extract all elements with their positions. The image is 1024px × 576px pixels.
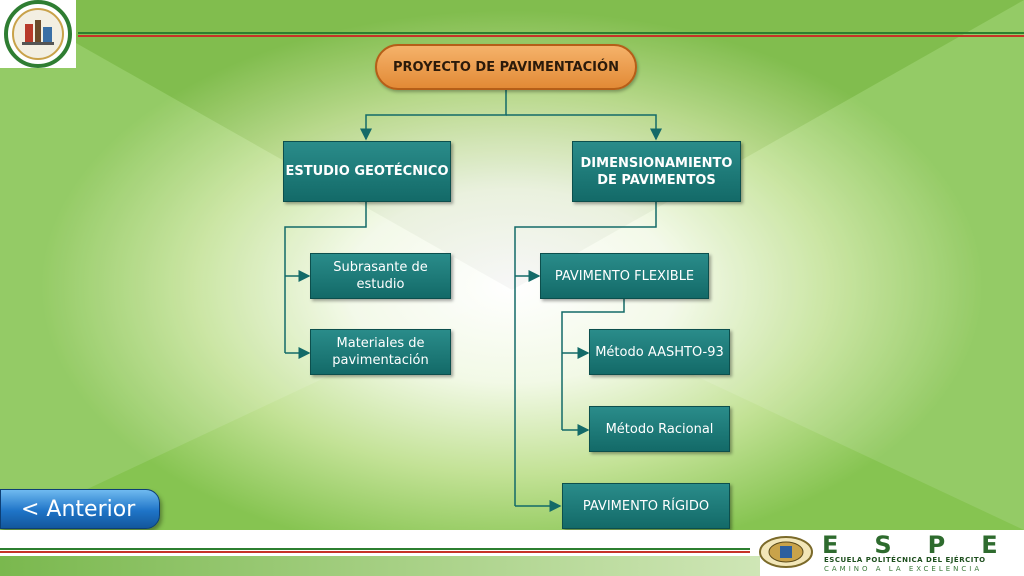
connector-root-right [506, 114, 662, 141]
node-metodo-racional: Método Racional [589, 406, 730, 452]
header-stripe-red [78, 35, 1024, 37]
background-rays [0, 0, 1024, 530]
connector-root-left [360, 90, 507, 141]
connector-left-trunk [284, 202, 367, 353]
node-pavimento-flexible: PAVIMENTO FLEXIBLE [540, 253, 709, 299]
node-materiales: Materiales de pavimentación [310, 329, 451, 375]
connector-right-trunk [514, 202, 657, 506]
logo-seal-icon [4, 0, 72, 68]
node-subrasante: Subrasante de estudio [310, 253, 451, 299]
previous-button-label: < Anterior [21, 496, 136, 522]
espe-letters: ESPE [822, 531, 1024, 559]
dimensionamiento-line1: DIMENSIONAMIENTO [580, 155, 733, 171]
dimensionamiento-line2: DE PAVIMENTOS [597, 172, 716, 188]
footer-stripe-red [0, 551, 750, 553]
footer-stripe-green [0, 548, 750, 550]
header-stripe-green [78, 32, 1024, 34]
espe-name: ESCUELA POLITÉCNICA DEL EJÉRCITO [824, 556, 986, 564]
node-dimensionamiento: DIMENSIONAMIENTO DE PAVIMENTOS [572, 141, 741, 202]
node-proyecto-pavimentacion: PROYECTO DE PAVIMENTACIÓN [375, 44, 637, 90]
node-estudio-geotecnico: ESTUDIO GEOTÉCNICO [283, 141, 451, 202]
espe-motto: CAMINO A LA EXCELENCIA [824, 565, 983, 573]
connector-flexible-trunk [561, 299, 625, 430]
ingenieria-civil-logo [0, 0, 76, 68]
espe-seal-icon [759, 536, 813, 568]
footer-green-bar [0, 556, 760, 576]
node-metodo-aashto: Método AASHTO-93 [589, 329, 730, 375]
previous-button[interactable]: < Anterior [0, 489, 160, 529]
connector-lines [284, 90, 662, 512]
node-pavimento-rigido: PAVIMENTO RÍGIDO [562, 483, 730, 529]
